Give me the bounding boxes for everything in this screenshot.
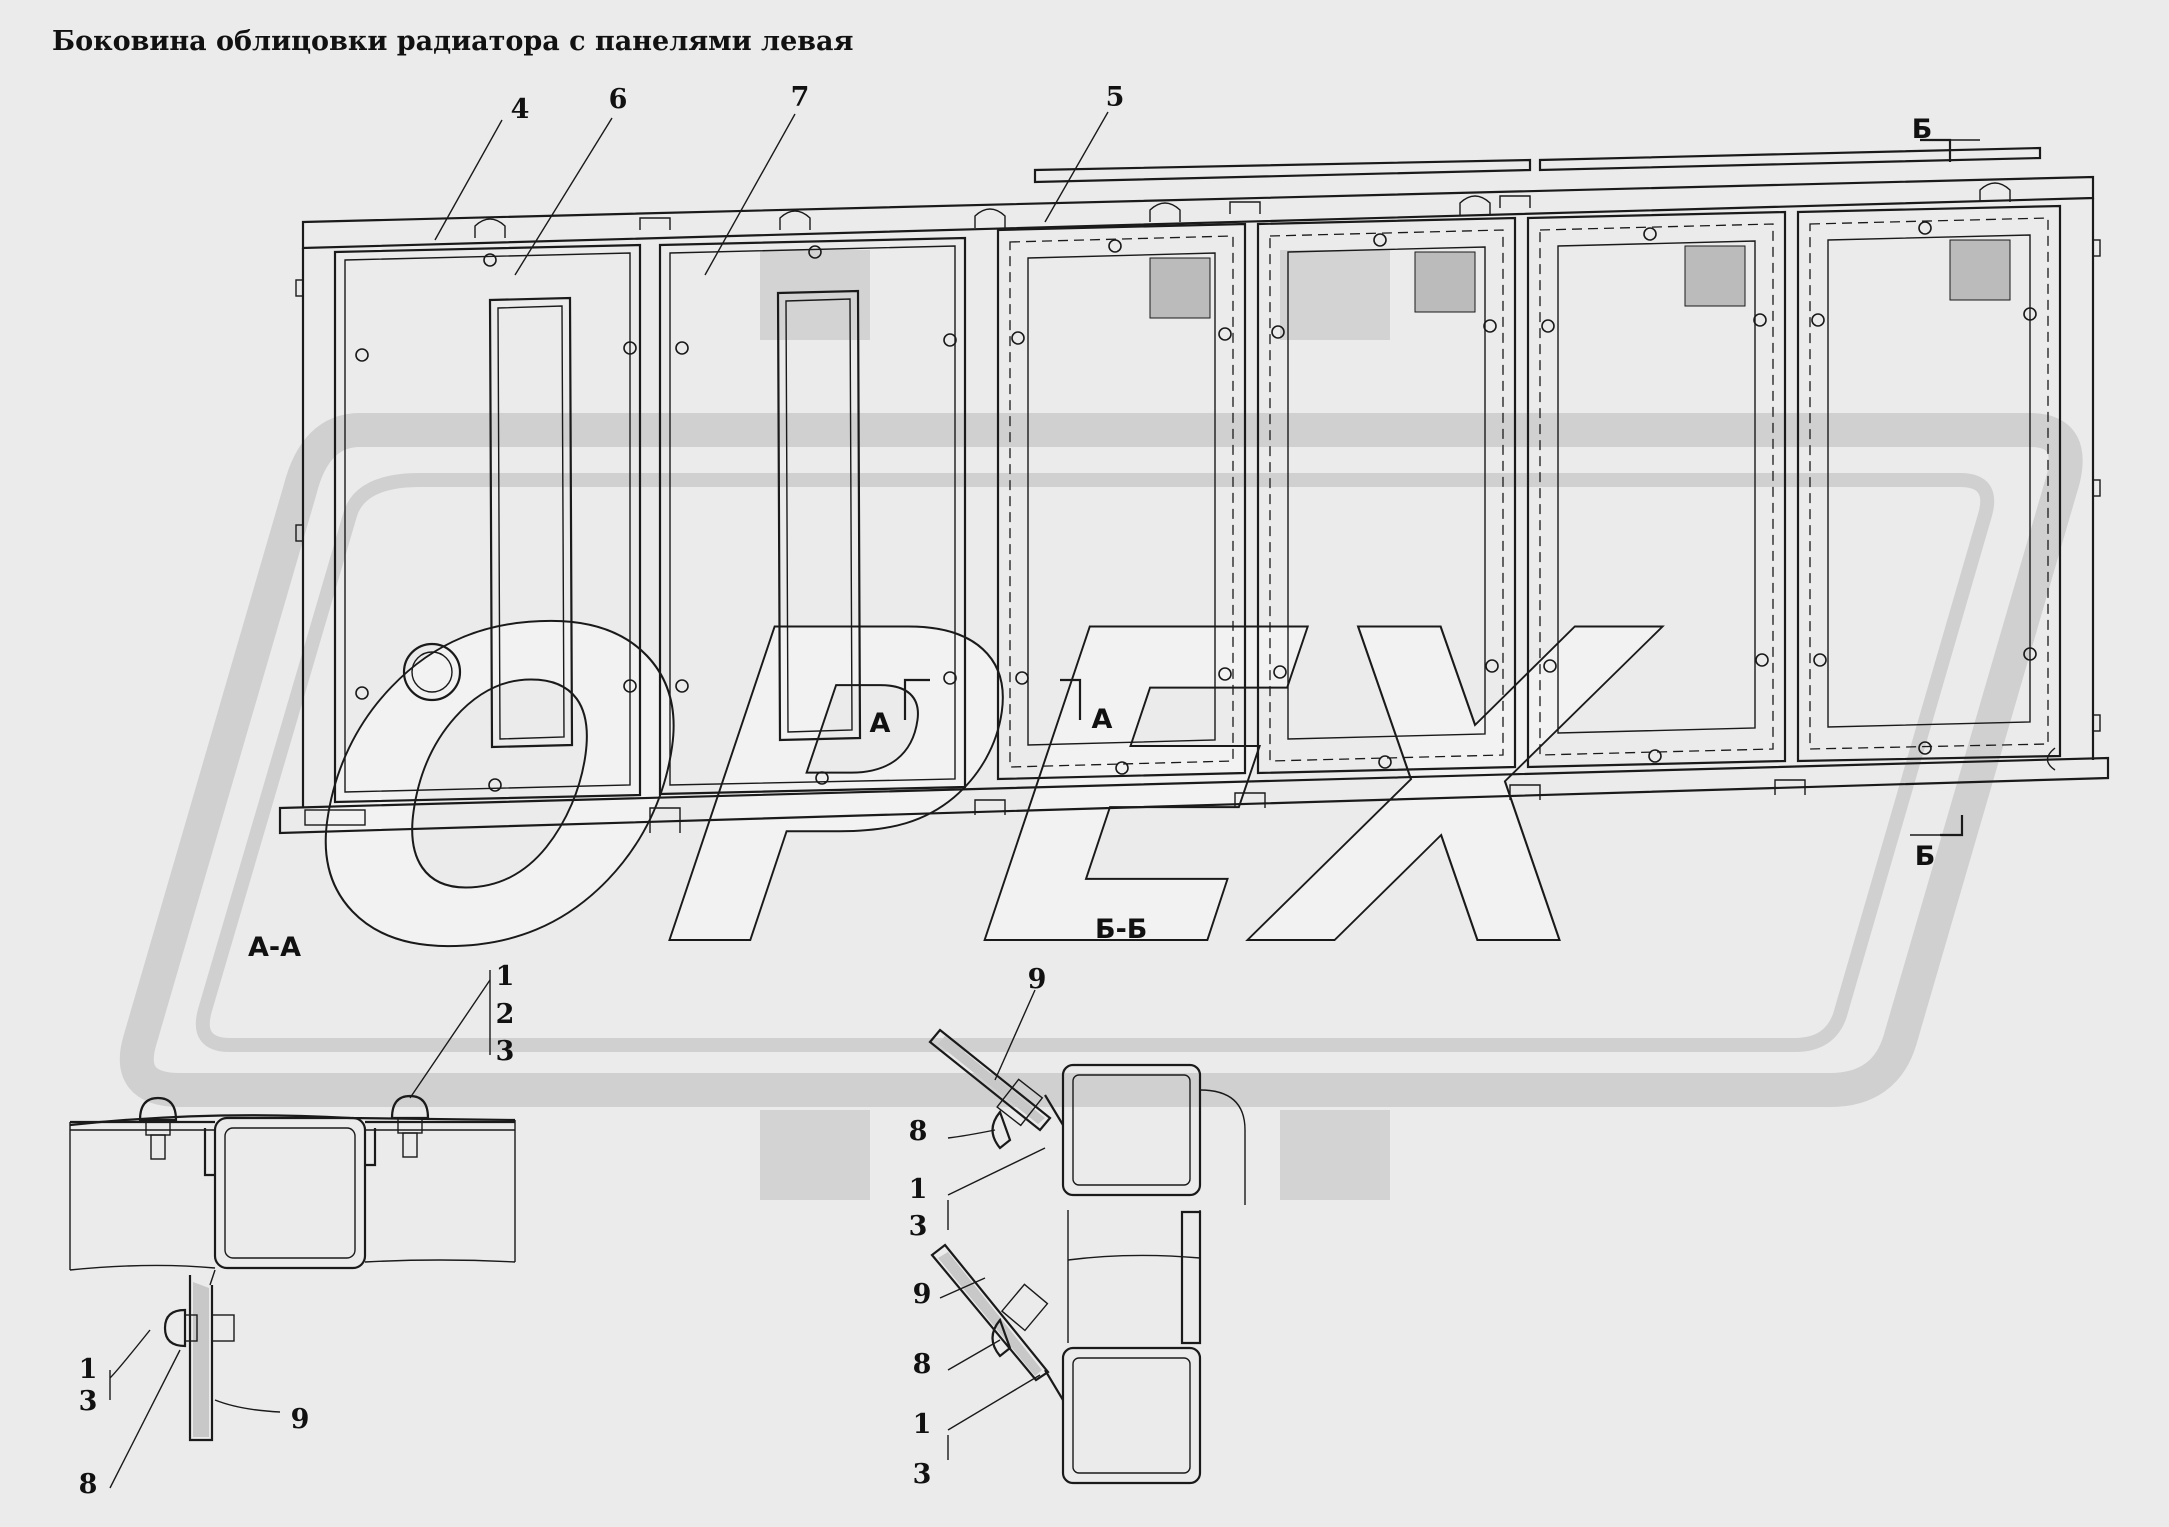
- callout-6: 6: [609, 84, 628, 115]
- mesh-panel-2: [1256, 216, 1517, 775]
- main-leaders: [434, 111, 1109, 276]
- top-clips: [474, 182, 2011, 238]
- plain-panel-7: [658, 236, 967, 796]
- bottom-clips: [649, 747, 2056, 833]
- aa-callout-8: 8: [79, 1469, 98, 1500]
- aa-callout-3: 3: [496, 1036, 515, 1067]
- watermark-text: ОРЕХ: [281, 541, 1675, 1042]
- bolt-lower: [163, 1308, 235, 1348]
- aa-leaders: [109, 970, 491, 1489]
- bb-upper-callout-1: 1: [909, 1174, 928, 1205]
- plain-panel-6: [333, 243, 642, 804]
- section-a-marks: А А: [870, 678, 1113, 739]
- section-b-marks: Б Б: [1910, 114, 1980, 872]
- side-pins: [295, 239, 2101, 732]
- section-mark-a-left: А: [870, 708, 891, 739]
- side-frame-main-view: А А Б Б 4 6 7 5: [278, 82, 2110, 872]
- section-b-b: Б-Б: [909, 914, 1246, 1490]
- aa-callout-1b: 1: [79, 1354, 98, 1385]
- callout-4: 4: [511, 94, 530, 125]
- callout-7: 7: [791, 82, 810, 113]
- drawing-title: Боковина облицовки радиатора с панелями …: [52, 26, 854, 57]
- aa-callout-3b: 3: [79, 1386, 98, 1417]
- section-a-a: А-А: [69, 932, 516, 1500]
- bolt-right: [390, 1094, 430, 1158]
- section-mark-b-bottom: Б: [1915, 841, 1936, 872]
- section-mark-a-right: А: [1092, 704, 1113, 735]
- aa-callout-1: 1: [496, 961, 515, 992]
- mesh-panel-4: [1796, 204, 2062, 763]
- seal-strip-9: [188, 1269, 216, 1442]
- bb-lower-profile: [930, 1210, 1202, 1485]
- bb-lower-callout-1: 1: [913, 1409, 932, 1440]
- fastener-bolts: [355, 221, 2037, 792]
- bb-leaders: [939, 989, 1046, 1460]
- bb-upper-callout-8: 8: [909, 1116, 928, 1147]
- bb-upper-callout-3: 3: [909, 1211, 928, 1242]
- mesh-panels-5: [996, 204, 2062, 781]
- callout-5: 5: [1106, 82, 1125, 113]
- bb-lower-callout-3: 3: [913, 1459, 932, 1490]
- mesh-panel-1: [996, 222, 1247, 781]
- section-mark-b-top: Б: [1912, 114, 1933, 145]
- section-title-bb: Б-Б: [1095, 914, 1147, 945]
- bb-lower-callout-8: 8: [913, 1349, 932, 1380]
- mesh-panel-3: [1526, 210, 1787, 769]
- aa-callout-2: 2: [496, 999, 515, 1030]
- bb-upper-profile: [928, 1028, 1246, 1205]
- watermark-logo: ОРЕХ: [119, 250, 2083, 1200]
- aa-callout-9: 9: [291, 1404, 310, 1435]
- bb-lower-callout-9: 9: [913, 1279, 932, 1310]
- bolt-left: [138, 1096, 178, 1160]
- bb-upper-callout-9: 9: [1028, 964, 1047, 995]
- section-title-aa: А-А: [248, 932, 301, 963]
